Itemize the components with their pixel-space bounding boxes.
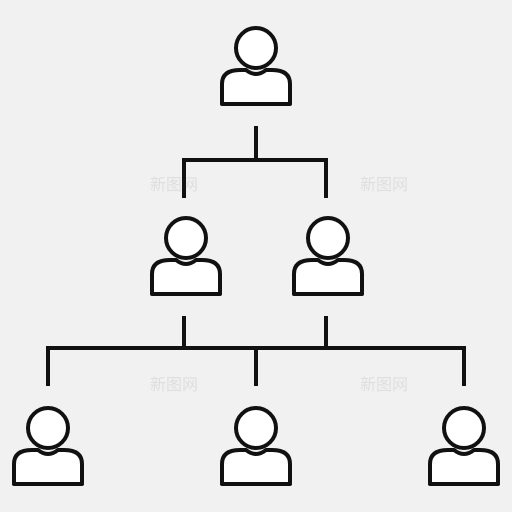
person-body	[292, 258, 364, 296]
person-icon	[12, 406, 84, 486]
person-head	[442, 406, 486, 450]
person-body	[150, 258, 222, 296]
person-icon	[428, 406, 500, 486]
watermark: 新图网	[150, 375, 198, 394]
person-icon	[150, 216, 222, 296]
person-body	[220, 448, 292, 486]
person-nodes	[12, 26, 500, 486]
person-head	[234, 406, 278, 450]
watermark: 新图网	[360, 375, 408, 394]
watermark-layer: 新图网 新图网 新图网 新图网	[150, 175, 408, 394]
watermark: 新图网	[150, 175, 198, 194]
person-head	[306, 216, 350, 260]
person-body	[12, 448, 84, 486]
person-head	[234, 26, 278, 70]
watermark: 新图网	[360, 175, 408, 194]
person-body	[220, 68, 292, 106]
person-icon	[220, 406, 292, 486]
connector-lines	[46, 126, 466, 386]
person-icon	[220, 26, 292, 106]
person-body	[428, 448, 500, 486]
person-icon	[292, 216, 364, 296]
person-head	[164, 216, 208, 260]
person-head	[26, 406, 70, 450]
